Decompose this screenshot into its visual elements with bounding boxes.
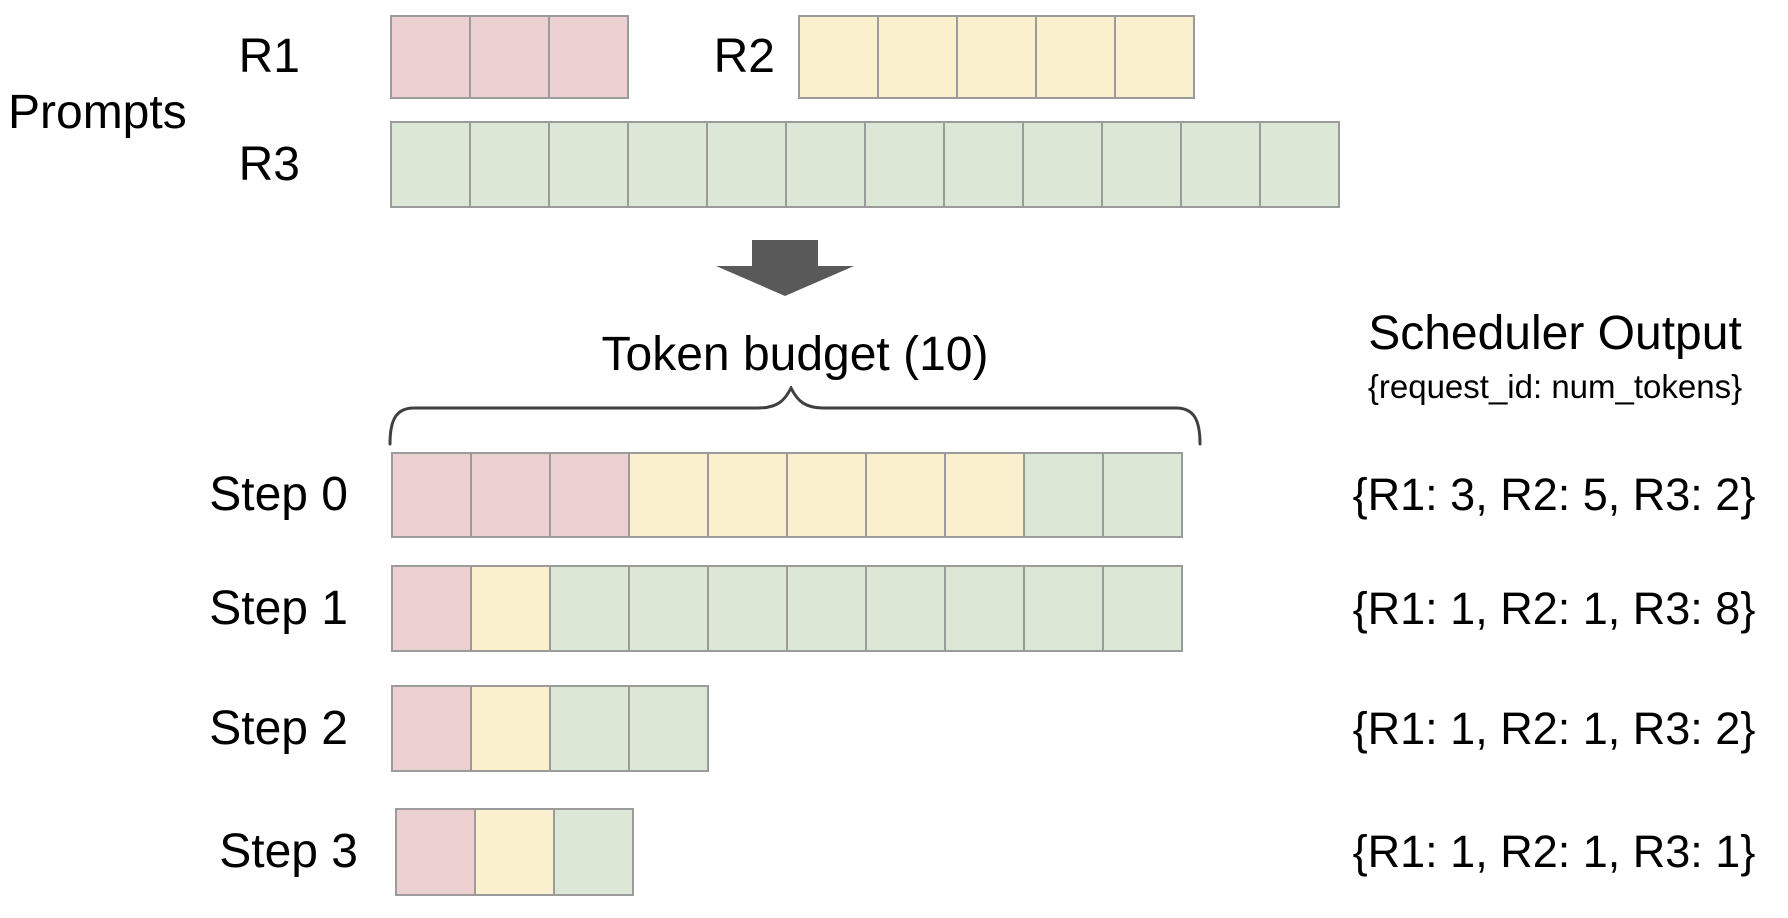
token-cell <box>707 452 788 538</box>
token-cell <box>627 121 708 208</box>
token-cell <box>628 452 709 538</box>
token-cell <box>549 452 630 538</box>
token-cell <box>470 565 551 652</box>
token-cell <box>1259 121 1340 208</box>
scheduler-output-title: Scheduler Output <box>1368 307 1742 360</box>
prompts-label: Prompts <box>8 86 187 139</box>
step-label-2: Step 2 <box>209 701 348 755</box>
token-cell <box>944 452 1025 538</box>
token-cell <box>548 121 629 208</box>
token-cell <box>549 565 630 652</box>
row-label-r3: R3 <box>238 137 300 191</box>
token-cell <box>786 565 867 652</box>
token-cell <box>956 15 1037 99</box>
token-cell <box>628 565 709 652</box>
token-cell <box>1114 15 1195 99</box>
down-arrow-shaft <box>752 240 818 267</box>
token-cell <box>706 121 787 208</box>
token-cell <box>470 452 551 538</box>
step-row-2 <box>391 685 709 772</box>
token-cell <box>391 685 472 772</box>
token-cell <box>798 15 879 99</box>
token-cell <box>628 685 709 772</box>
token-cell <box>474 808 555 896</box>
step-label-1: Step 1 <box>209 581 348 635</box>
token-cell <box>548 15 629 99</box>
step-label-3: Step 3 <box>219 825 358 879</box>
scheduler-output-line-2: {R1: 1, R2: 1, R3: 2} <box>1352 702 1756 754</box>
token-cell <box>1023 565 1104 652</box>
token-cell <box>864 121 945 208</box>
row-label-r2: R2 <box>713 30 775 84</box>
token-cell <box>469 121 550 208</box>
step-row-1 <box>391 565 1183 652</box>
token-cell <box>1022 121 1103 208</box>
token-cell <box>865 452 946 538</box>
token-budget-label: Token budget (10) <box>601 328 989 381</box>
token-cell <box>865 565 946 652</box>
token-cell <box>390 15 471 99</box>
token-cell <box>1102 565 1183 652</box>
token-cell <box>785 121 866 208</box>
token-cell <box>943 121 1024 208</box>
step-label-0: Step 0 <box>209 468 348 522</box>
prompt-row-r2 <box>798 15 1195 99</box>
scheduler-output-line-3: {R1: 1, R2: 1, R3: 1} <box>1352 826 1756 877</box>
scheduler-output-subtitle: {request_id: num_tokens} <box>1367 368 1743 405</box>
token-cell <box>944 565 1025 652</box>
token-cell <box>1101 121 1182 208</box>
token-cell <box>391 565 472 652</box>
token-cell <box>1035 15 1116 99</box>
token-cell <box>549 685 630 772</box>
scheduler-output-line-0: {R1: 3, R2: 5, R3: 2} <box>1352 469 1756 520</box>
scheduler-output-line-1: {R1: 1, R2: 1, R3: 8} <box>1352 582 1756 634</box>
token-cell <box>391 452 472 538</box>
token-cell <box>1102 452 1183 538</box>
token-cell <box>1023 452 1104 538</box>
token-cell <box>395 808 476 896</box>
down-arrow-head <box>716 266 854 296</box>
token-cell <box>553 808 634 896</box>
prompt-row-r1 <box>390 15 629 99</box>
token-cell <box>469 15 550 99</box>
token-budget-brace-icon <box>388 386 1202 446</box>
step-row-3 <box>395 808 634 896</box>
token-cell <box>786 452 867 538</box>
token-cell <box>470 685 551 772</box>
token-cell <box>1180 121 1261 208</box>
token-cell <box>390 121 471 208</box>
step-row-0 <box>391 452 1183 538</box>
token-cell <box>707 565 788 652</box>
token-cell <box>877 15 958 99</box>
row-label-r1: R1 <box>238 30 300 84</box>
prompt-row-r3 <box>390 121 1340 208</box>
